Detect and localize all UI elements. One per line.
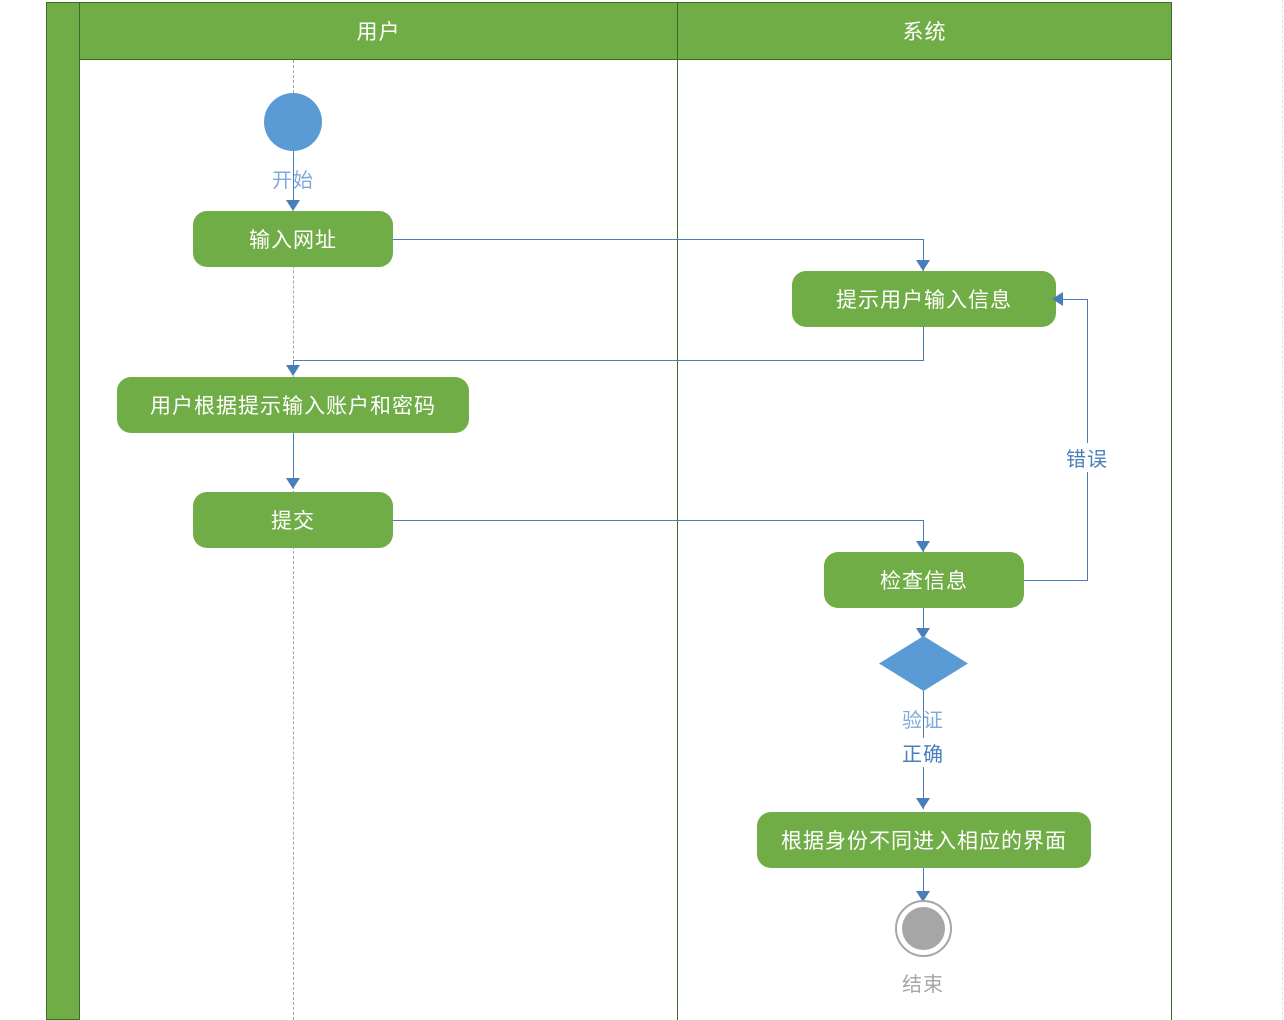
action-check-info: 检查信息 (824, 552, 1024, 608)
final-node-end (895, 900, 952, 957)
edge-submit-to-check-v (923, 520, 924, 552)
swimlane-divider (677, 60, 678, 1020)
edge-prompt-to-creds-v1 (923, 327, 924, 360)
final-node-label: 结束 (902, 974, 944, 996)
edge-submit-to-check-h (393, 520, 923, 521)
edge-enter-ui-to-end-arrow (916, 891, 930, 902)
swimlane-header-user: 用户 (79, 2, 678, 60)
action-enter-credentials-label: 用户根据提示输入账户和密码 (150, 394, 436, 418)
swimlane-header-system: 系统 (677, 2, 1172, 60)
swimlane-label-user: 用户 (356, 20, 401, 44)
action-prompt-user: 提示用户输入信息 (792, 271, 1056, 327)
action-enter-url: 输入网址 (193, 211, 393, 267)
action-submit: 提交 (193, 492, 393, 548)
edge-label-error: 错误 (1064, 443, 1110, 472)
edge-verify-to-enter-ui-arrow (916, 798, 930, 809)
final-node-end-fill (902, 907, 945, 950)
edge-error-loop-arrow (1052, 292, 1063, 306)
edge-error-loop-h-top (1063, 299, 1088, 300)
edge-prompt-to-creds-v2 (293, 360, 294, 368)
edge-check-to-verify-arrow (916, 628, 930, 639)
edge-creds-to-submit (293, 433, 294, 481)
edge-submit-to-check-arrow (916, 541, 930, 552)
swimlane-title-sidebar (46, 2, 80, 1020)
edge-label-correct: 正确 (900, 738, 946, 767)
edge-enter-url-to-prompt-v (923, 239, 924, 271)
edge-enter-ui-to-end (923, 868, 924, 902)
decision-node-verify (879, 636, 968, 691)
edge-prompt-to-creds-arrow (286, 365, 300, 376)
action-enter-url-label: 输入网址 (249, 228, 337, 252)
edge-enter-url-to-prompt-h (393, 239, 923, 240)
decision-diamond-shape (879, 636, 968, 691)
edge-check-to-verify (923, 608, 924, 638)
action-enter-ui-label: 根据身份不同进入相应的界面 (781, 829, 1067, 853)
action-submit-label: 提交 (271, 509, 315, 533)
edge-start-to-enter-url-arrow (286, 200, 300, 211)
action-enter-credentials: 用户根据提示输入账户和密码 (117, 377, 469, 433)
canvas-right-guide (1282, 0, 1283, 1020)
action-prompt-user-label: 提示用户输入信息 (836, 288, 1012, 312)
edge-creds-to-submit-arrow (286, 478, 300, 489)
action-check-info-label: 检查信息 (880, 569, 968, 593)
edge-error-loop-h-bottom (1024, 580, 1088, 581)
decision-node-label: 验证 (902, 710, 944, 732)
edge-prompt-to-creds-h (293, 360, 924, 361)
initial-node-label: 开始 (272, 170, 314, 192)
edge-enter-url-to-prompt-arrow (916, 260, 930, 271)
edge-start-to-enter-url (293, 151, 294, 203)
initial-node-start (264, 93, 322, 151)
swimlane-label-system: 系统 (902, 20, 947, 44)
edge-error-loop-v (1087, 299, 1088, 581)
action-enter-ui: 根据身份不同进入相应的界面 (757, 812, 1091, 868)
